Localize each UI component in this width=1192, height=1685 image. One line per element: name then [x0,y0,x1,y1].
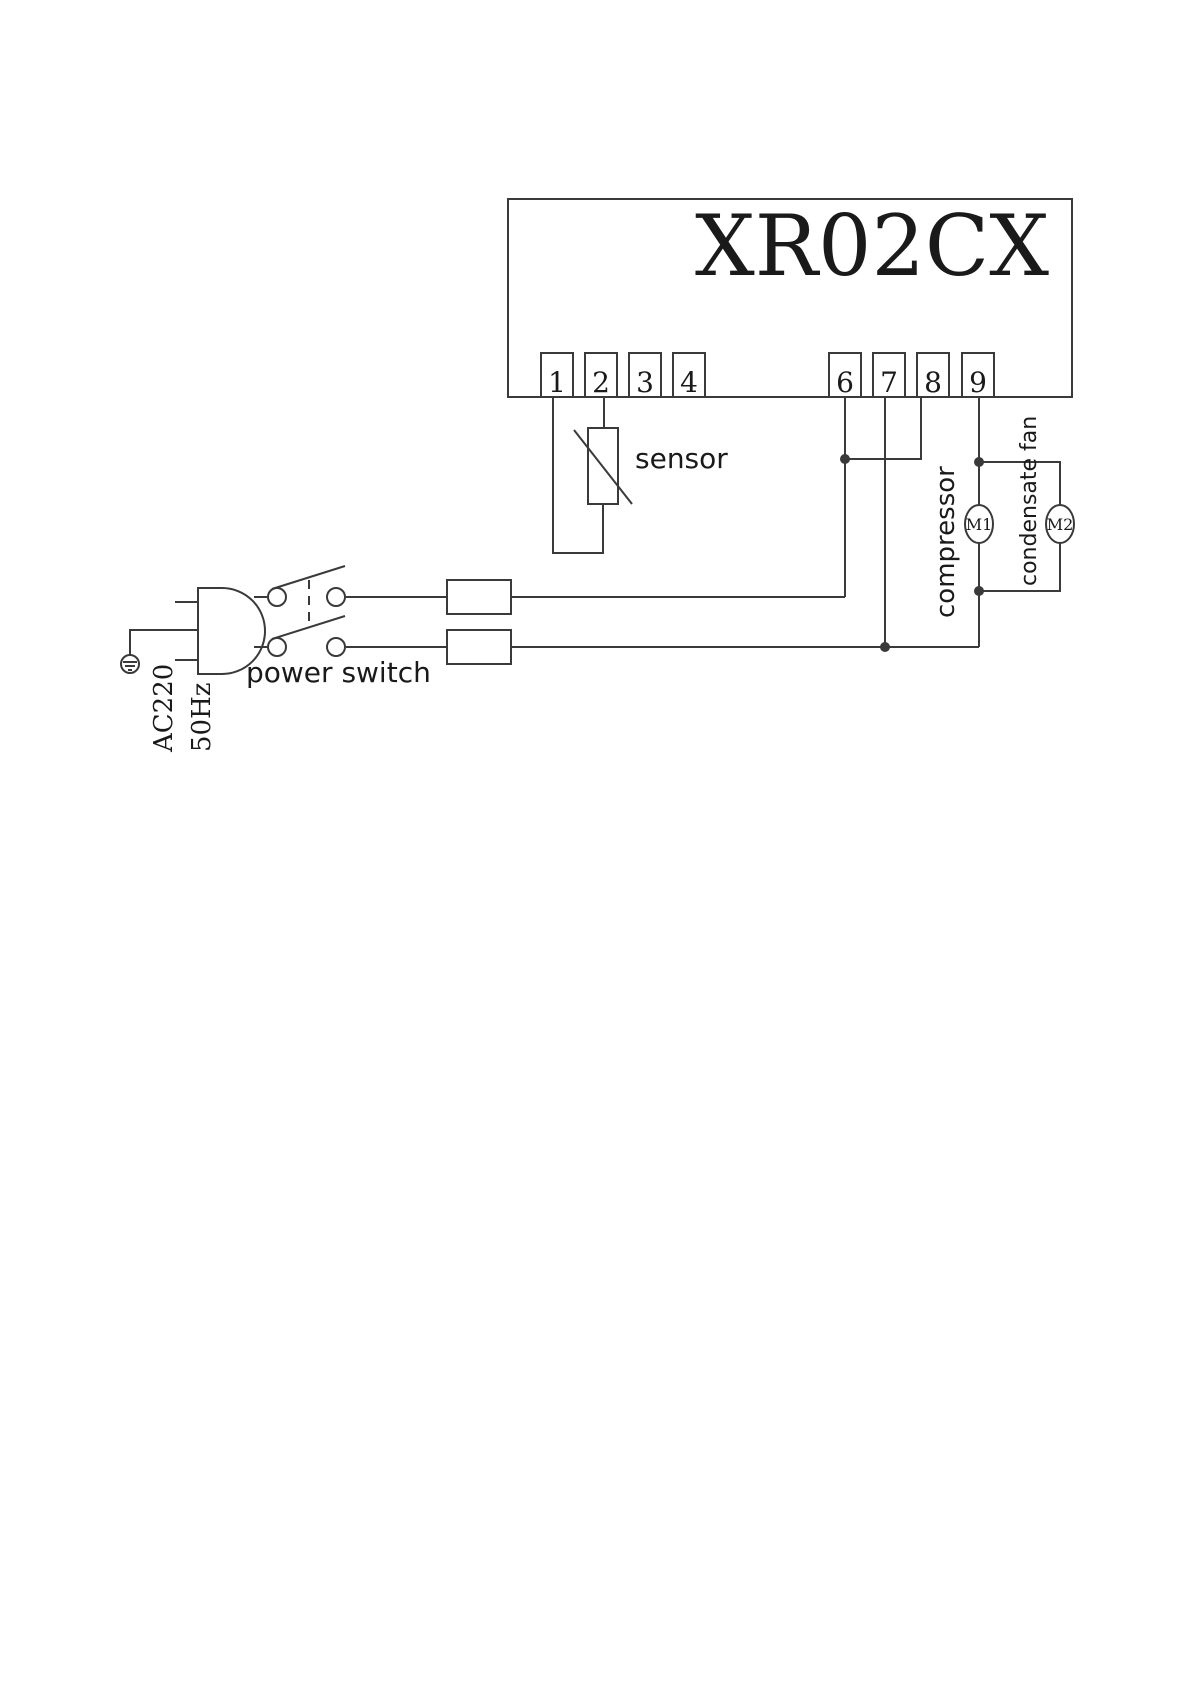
fuse-bottom [447,630,511,664]
supply-lines [346,580,885,664]
terminal-3-label: 3 [636,366,654,399]
controller-model-label: XR02CX [695,197,1049,295]
terminal-9-label: 9 [969,366,987,399]
terminal-8-label: 8 [924,366,942,399]
sensor-circuit [553,397,632,553]
earth-wire [130,630,160,655]
sensor-label: sensor [635,442,728,475]
junction-dot [975,458,983,466]
switch-contact [268,588,286,606]
condensate-fan-label: condensate fan [1017,416,1042,586]
terminal-6-label: 6 [836,366,854,399]
terminal-2-label: 2 [592,366,610,399]
switch-contact [268,638,286,656]
power-switch [268,566,345,656]
fuse-top [447,580,511,614]
supply-voltage-label: AC220 [149,664,179,753]
compressor-label: compressor [931,466,961,618]
terminal-8-wire [845,397,921,459]
ground-icon [121,655,139,673]
switch-contact [327,588,345,606]
terminal-1-label: 1 [548,366,566,399]
power-switch-label: power switch [246,656,431,689]
junction-dot [975,587,983,595]
junction-dot [841,455,849,463]
motor-m2-label: M2 [1047,515,1074,534]
supply-frequency-label: 50Hz [187,683,217,752]
switch-contact [327,638,345,656]
sensor-wire-loop [553,397,603,553]
terminal-4-label: 4 [680,366,698,399]
thermistor-slash [574,430,632,504]
terminal-7-label: 7 [880,366,898,399]
motor-m1-label: M1 [966,515,993,534]
